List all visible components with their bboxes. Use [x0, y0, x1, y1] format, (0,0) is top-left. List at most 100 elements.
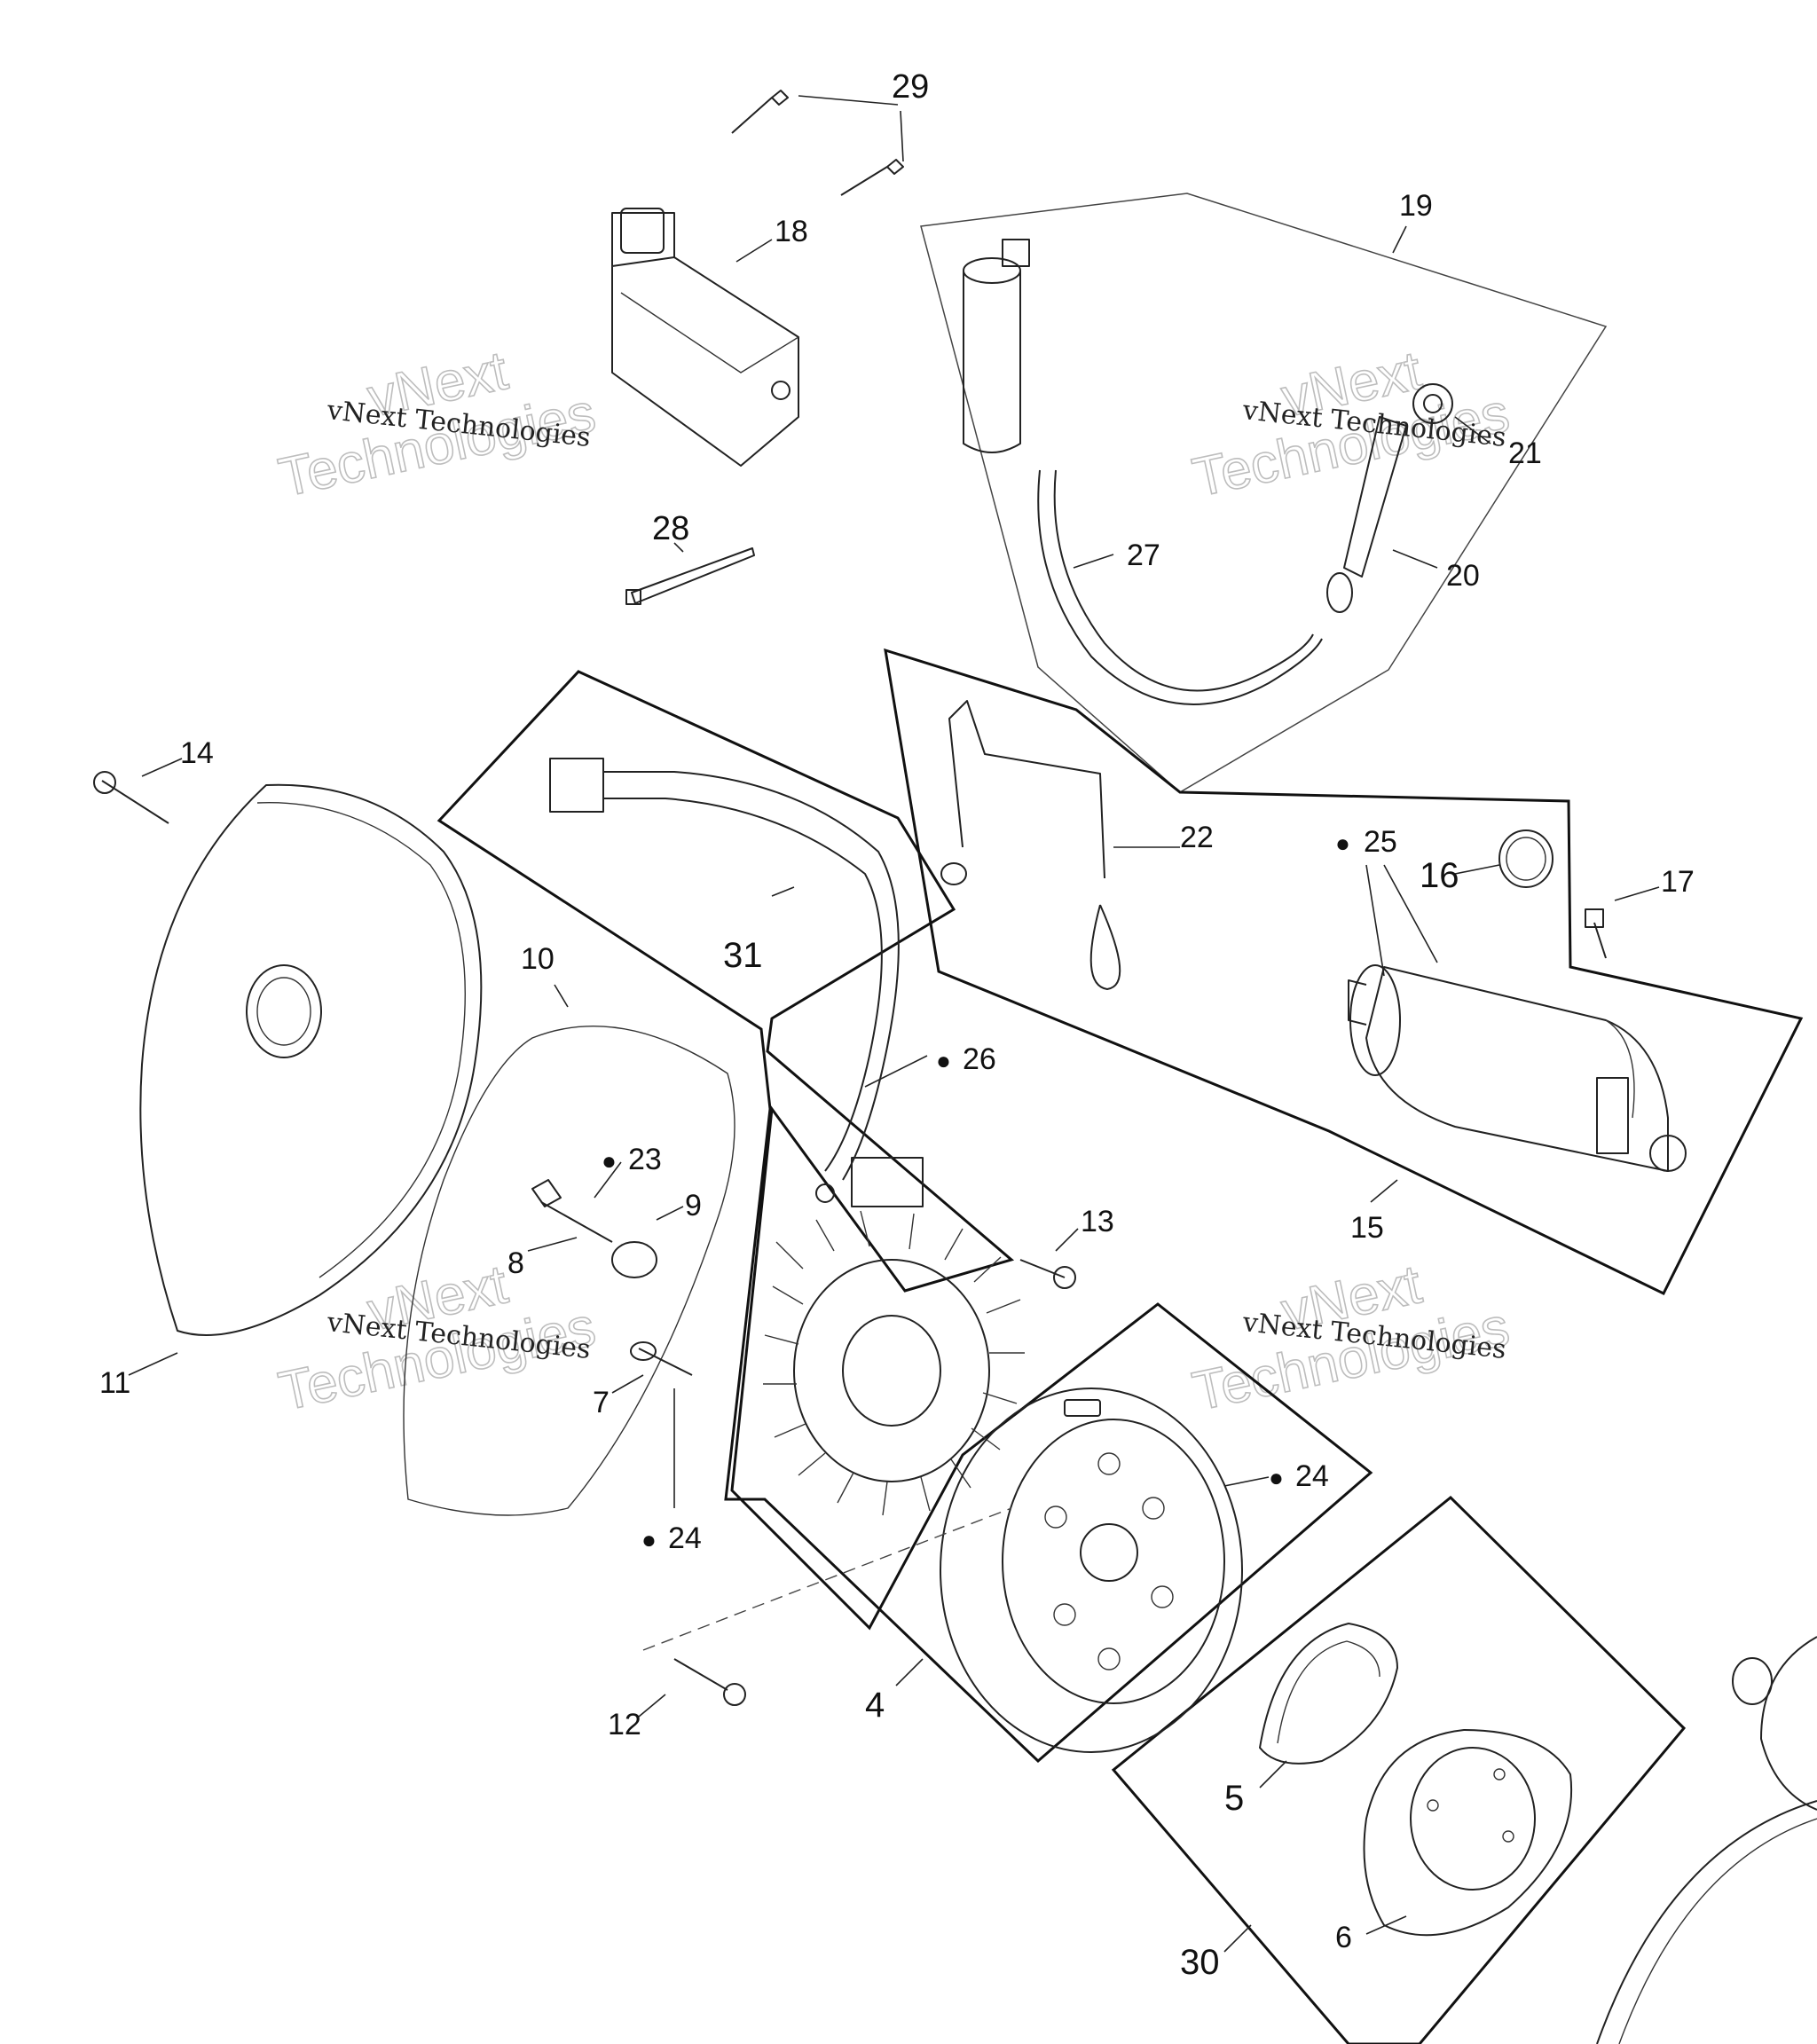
spark-plug-cap-part-20 — [1326, 383, 1453, 613]
washer-part-9 — [611, 1241, 657, 1278]
dashed-assembly-line — [642, 1507, 1012, 1651]
leader-18 — [735, 239, 773, 263]
callout-24a-group: ● 24 — [641, 1521, 702, 1555]
one-way-clutch-part-5 — [1259, 1623, 1398, 1765]
ground-cable-part-22 — [940, 700, 1121, 990]
leader-16 — [1454, 864, 1500, 875]
stator-harness-part-31 — [549, 758, 900, 1181]
screw-part-14 — [93, 771, 169, 824]
screw-part-29 — [731, 90, 904, 196]
callout-6: 6 — [1335, 1921, 1352, 1954]
callout-15: 15 — [1350, 1211, 1384, 1245]
starter-motor-part-15 — [1348, 964, 1687, 1172]
leader-25 — [1365, 864, 1438, 977]
callout-23-group: ● 23 — [602, 1143, 662, 1176]
gasket-part-10 — [403, 1026, 735, 1516]
callout-25: 25 — [1364, 825, 1397, 859]
callout-26-group: ● 26 — [936, 1042, 996, 1076]
bolt-part-8 — [531, 1179, 613, 1243]
leader-27 — [1073, 554, 1114, 569]
drop-icon: ● — [1335, 829, 1350, 857]
magneto-cover-part-11 — [139, 783, 483, 1336]
callout-22: 22 — [1180, 821, 1214, 854]
callout-8: 8 — [507, 1246, 524, 1280]
leader-20 — [1392, 549, 1438, 569]
leader-6 — [1365, 1915, 1407, 1935]
flywheel-part-4 — [940, 1388, 1243, 1753]
leader-7 — [611, 1374, 644, 1394]
watermark-bottom-left: vNext Technologies vNext Technologies — [273, 1253, 602, 1423]
callout-29: 29 — [892, 68, 929, 106]
ring-gear-fragment — [1596, 1636, 1817, 2044]
callout-11: 11 — [99, 1366, 130, 1400]
callout-24b-group: ● 24 — [1269, 1459, 1329, 1493]
leader-26 — [864, 1055, 928, 1088]
leader-23 — [594, 1161, 622, 1199]
leader-5 — [1259, 1760, 1287, 1788]
callout-12: 12 — [608, 1708, 641, 1741]
leader-4 — [895, 1658, 924, 1686]
screw-part-17 — [1585, 908, 1607, 959]
drop-icon: ● — [936, 1047, 951, 1074]
leader-30 — [1223, 1924, 1252, 1953]
callout-31: 31 — [723, 936, 763, 975]
callout-16: 16 — [1420, 856, 1459, 895]
callout-5: 5 — [1224, 1779, 1244, 1818]
leader-24b — [1223, 1476, 1270, 1487]
callout-23: 23 — [628, 1143, 662, 1176]
drop-icon: ● — [641, 1526, 657, 1553]
leader-13 — [1055, 1228, 1079, 1252]
leader-29 — [798, 95, 904, 162]
leader-14 — [141, 758, 183, 777]
leader-21 — [1454, 416, 1491, 444]
leader-11 — [128, 1352, 178, 1376]
callout-24-upper: 24 — [1295, 1459, 1329, 1493]
leader-8 — [527, 1237, 578, 1252]
callout-13: 13 — [1081, 1205, 1114, 1238]
cable-tie-part-28 — [625, 547, 755, 605]
screw-part-13 — [1019, 1259, 1076, 1289]
callout-17: 17 — [1661, 865, 1695, 899]
callout-24-lower: 24 — [668, 1521, 702, 1555]
leader-31 — [771, 886, 795, 897]
leader-15 — [1370, 1179, 1398, 1203]
callout-28: 28 — [652, 510, 689, 547]
leader-19 — [1392, 225, 1407, 254]
drop-icon: ● — [602, 1147, 617, 1175]
o-ring-inner — [1506, 837, 1546, 881]
callout-14: 14 — [180, 736, 214, 770]
callout-25-group: ● 25 — [1335, 825, 1397, 859]
callout-20: 20 — [1446, 559, 1480, 593]
callout-26: 26 — [963, 1042, 996, 1076]
callout-18: 18 — [775, 215, 808, 248]
callout-19: 19 — [1399, 189, 1433, 223]
clutch-group-outline — [1111, 1495, 1687, 2044]
o-ring-part-16 — [1498, 829, 1553, 888]
screw-part-12 — [673, 1658, 746, 1706]
starter-gear-part-6 — [1363, 1729, 1573, 1937]
stud-part-7 — [630, 1341, 693, 1376]
callout-9: 9 — [685, 1189, 702, 1222]
leader-12 — [638, 1694, 666, 1718]
callout-21: 21 — [1508, 436, 1542, 470]
leader-10 — [554, 984, 569, 1008]
leader-9 — [656, 1206, 684, 1221]
callout-10: 10 — [521, 942, 555, 976]
callout-27: 27 — [1127, 539, 1160, 572]
watermark-top-left: vNext Technologies vNext Technologies — [273, 339, 602, 509]
stator-part — [763, 1210, 1025, 1516]
watermark-bottom-right: vNext Technologies vNext Technologies — [1187, 1253, 1515, 1423]
leader-17 — [1614, 886, 1660, 901]
cdi-module-part-18 — [611, 208, 799, 467]
sensor-part — [815, 1157, 924, 1207]
callout-7: 7 — [593, 1386, 610, 1419]
stator-group-outline — [437, 670, 1373, 1764]
leader-28 — [673, 542, 684, 553]
drop-icon: ● — [1269, 1464, 1284, 1491]
ignition-coil-part-19 — [963, 239, 1323, 705]
callout-4: 4 — [865, 1686, 885, 1725]
callout-30: 30 — [1180, 1943, 1220, 1982]
starter-group-outline — [884, 648, 1804, 1295]
